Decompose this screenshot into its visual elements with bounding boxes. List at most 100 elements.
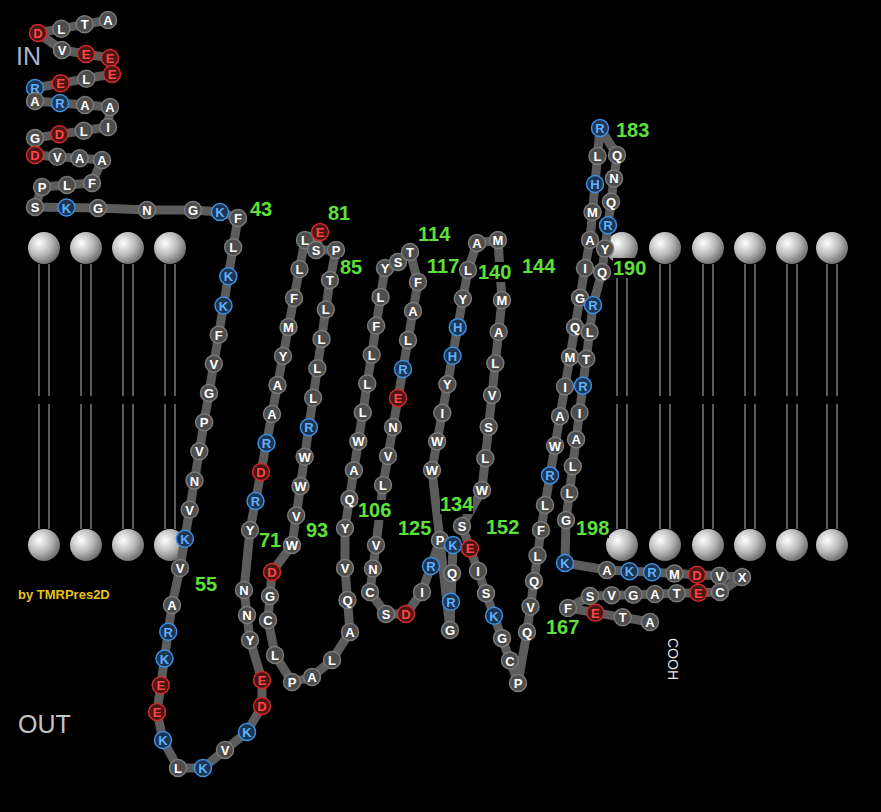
residue-bead [375,477,392,494]
residue-letter: N [388,421,397,434]
residue-letter: V [341,562,350,575]
residue-bead [34,179,51,196]
residue-bead [647,586,664,603]
lipid-head [734,529,766,561]
residue-bead [359,375,376,392]
residue-letter: H [448,349,457,362]
residue-bead [53,20,70,37]
residue-letter: L [368,348,376,361]
residue-number: 190 [613,258,646,278]
residue-number: 134 [440,494,473,514]
residue-bead [574,377,591,394]
residue-letter: E [156,679,165,692]
residue-bead [181,501,198,518]
residue-letter: K [560,557,569,570]
residue-letter: V [292,509,301,522]
residue-letter: R [304,421,313,434]
residue-bead [242,632,259,649]
residue-bead [267,647,284,664]
residue-letter: L [63,179,71,192]
residue-bead [305,389,322,406]
residue-bead [84,175,101,192]
lipid-tail [164,404,165,529]
residue-letter: A [345,626,354,639]
residue-bead [27,130,44,147]
residue-letter: I [563,380,567,393]
residue-letter: K [180,532,189,545]
residue-letter: N [239,584,248,597]
residue-bead [345,462,362,479]
lipid-tail [786,264,787,396]
residue-bead [423,558,440,575]
residue-letter: Y [459,292,468,305]
residue-bead [558,512,575,529]
residue-bead [589,148,606,165]
residue-bead [621,563,638,580]
lipid-tail [132,404,133,529]
residue-letter: Q [612,149,622,162]
residue-letter: A [167,599,176,612]
residue-letter: A [555,410,564,423]
residue-letter: K [448,539,457,552]
residue-letter: E [316,226,325,239]
side-label: OUT [18,712,71,737]
residue-bead [239,607,256,624]
residue-bead [443,593,460,610]
residue-letter: P [288,676,297,689]
residue-letter: W [286,539,298,552]
residue-bead [77,97,94,114]
residue-bead [78,70,95,87]
lipid-tail [786,404,787,529]
residue-letter: V [488,389,497,402]
residue-bead [666,565,683,582]
residue-bead [469,235,486,252]
residue-letter: I [440,406,444,419]
residue-bead [212,204,229,221]
residue-letter: A [105,101,114,114]
residue-letter: R [588,299,597,312]
residue-number: 125 [398,518,431,538]
residue-bead [52,75,69,92]
residue-letter: I [476,564,480,577]
residue-bead [217,742,234,759]
residue-letter: R [426,560,435,573]
lipid-tail [174,264,175,396]
residue-bead [296,448,313,465]
residue-bead [587,604,604,621]
residue-bead [486,607,503,624]
residue-bead [104,66,121,83]
residue-bead [378,606,395,623]
residue-bead [434,404,451,421]
residue-letter: L [363,377,371,390]
residue-bead [225,239,242,256]
terminus-label: COOH [666,638,680,680]
residue-letter: D [692,568,701,581]
residue-bead [734,569,751,586]
residue-bead [258,435,275,452]
residue-letter: Q [344,493,354,506]
residue-letter: R [251,495,260,508]
residue-bead [557,555,574,572]
lipid-tail [826,404,827,529]
residue-letter: Q [447,567,457,580]
residue-letter: K [198,762,207,775]
credit-note: by TMRPres2D [18,588,110,601]
residue-letter: I [420,586,424,599]
residue-letter: Q [342,594,352,607]
residue-letter: N [368,562,377,575]
lipid-tail [38,404,39,529]
residue-letter: F [537,524,545,537]
residue-letter: M [565,350,576,363]
residue-bead [292,478,309,495]
residue-letter: S [586,590,595,603]
residue-letter: N [609,172,618,185]
lipid-head [692,529,724,561]
residue-bead [592,120,609,137]
residue-bead [201,385,218,402]
residue-bead [562,348,579,365]
residue-letter: G [93,202,103,215]
residue-bead [312,224,329,241]
residue-letter: D [257,700,266,713]
residue-letter: Q [606,195,616,208]
residue-letter: L [569,460,577,473]
